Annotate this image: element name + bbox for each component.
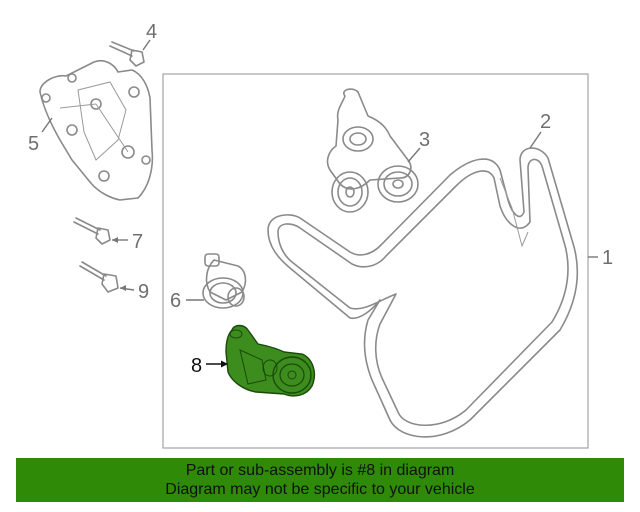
callout-5[interactable]: 5: [28, 133, 39, 155]
callout-8[interactable]: 8: [191, 355, 202, 377]
callout-7[interactable]: 7: [132, 231, 143, 253]
callout-3[interactable]: 3: [419, 129, 430, 151]
callout-4-leader: [142, 39, 151, 51]
callout-2[interactable]: 2: [540, 111, 551, 133]
callout-2-leader: [529, 131, 542, 149]
banner-line-1: Part or sub-assembly is #8 in diagram: [185, 462, 455, 479]
idler-pulley-bracket[interactable]: [326, 88, 419, 213]
banner-line-2: Diagram may not be specific to your vehi…: [165, 481, 475, 498]
callout-3-leader: [407, 147, 421, 163]
bolt-7[interactable]: [73, 217, 111, 245]
callout-8-arrow: [221, 360, 228, 368]
callout-7-arrow: [112, 237, 118, 243]
bolt-9[interactable]: [79, 261, 119, 293]
assembly-frame: [162, 73, 589, 449]
callout-1[interactable]: 1: [602, 247, 613, 269]
belt-tensioner[interactable]: [225, 324, 316, 397]
info-banner: Part or sub-assembly is #8 in diagram Di…: [16, 458, 624, 502]
callout-6[interactable]: 6: [170, 290, 181, 312]
callout-9-arrow: [120, 285, 126, 291]
callout-9[interactable]: 9: [138, 281, 149, 303]
drive-belt[interactable]: [267, 147, 579, 438]
bolt-4[interactable]: [109, 41, 145, 67]
callout-4[interactable]: 4: [146, 21, 157, 43]
idler-pulley[interactable]: [202, 253, 247, 309]
mounting-bracket[interactable]: [39, 59, 154, 201]
callout-5-leader: [41, 117, 53, 133]
parts-diagram: 1 2 3 4: [28, 21, 613, 449]
